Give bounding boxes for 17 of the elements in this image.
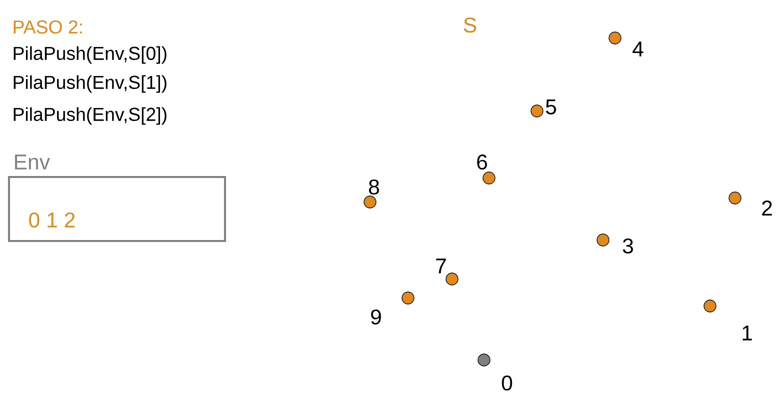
point-number: 2: [762, 200, 772, 216]
point-number: 6: [477, 154, 487, 170]
point-number: 7: [436, 258, 446, 274]
point-number: 5: [546, 100, 556, 114]
node-label: Env: [15, 154, 50, 170]
code-line: PilaPush(Env,S[1]): [14, 75, 166, 93]
point-number: 4: [632, 42, 644, 56]
code-line: PilaPush(Env,S[2]): [14, 107, 166, 125]
stack-box: 0 1 2 Env: [8, 154, 226, 242]
heading: PASO 2:: [14, 20, 82, 34]
point-number: 0: [502, 375, 512, 391]
point-number: 9: [371, 309, 381, 325]
array-name: S: [464, 17, 476, 33]
point-number: 3: [622, 238, 633, 254]
point-number: 8: [369, 179, 379, 195]
code-line: PilaPush(Env,S[0]): [14, 46, 166, 64]
point-number: 1: [742, 326, 752, 340]
